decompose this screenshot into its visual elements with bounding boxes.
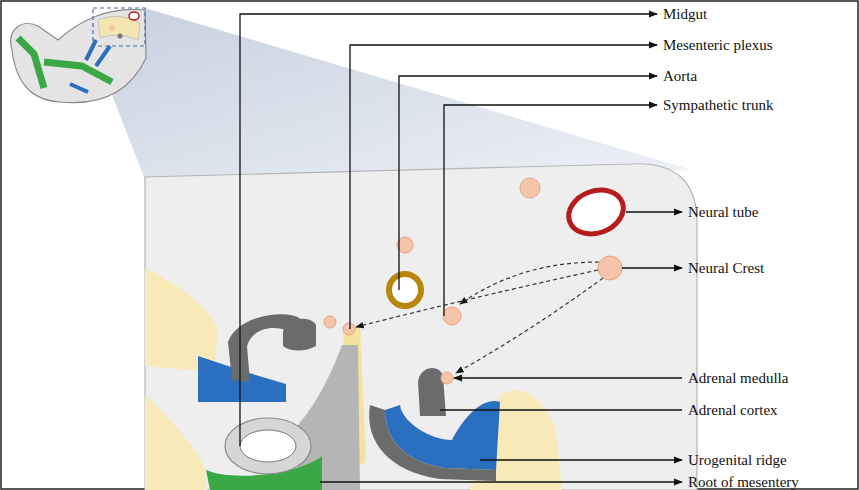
part-label: Root of mesentery [688,475,799,490]
part-label: Neural Crest [688,261,764,276]
leader-line [240,14,682,482]
neural-tube [563,183,630,242]
part-label: Mesenteric plexus [663,38,773,53]
inset-embryo [11,8,146,103]
dark-tissue [283,319,316,351]
part-label: Adrenal medulla [688,371,788,386]
migration-path [356,262,603,373]
cross-section [145,164,697,490]
part-label: Aorta [663,69,697,84]
gut-tube [225,418,311,474]
part-label: Sympathetic trunk [663,98,773,113]
part-label: Adrenal cortex [688,403,778,418]
aorta-ring [389,274,421,306]
urogenital-ridge [369,405,496,481]
yellow-tissue [145,268,218,372]
gut-lumen [240,430,296,462]
yellow-tissue [145,394,206,490]
part-label: Midgut [663,7,707,22]
crest-cells [324,178,622,384]
part-label: Urogenital ridge [688,453,787,468]
zoom-wedge [93,8,692,180]
part-label: Neural tube [688,205,758,220]
